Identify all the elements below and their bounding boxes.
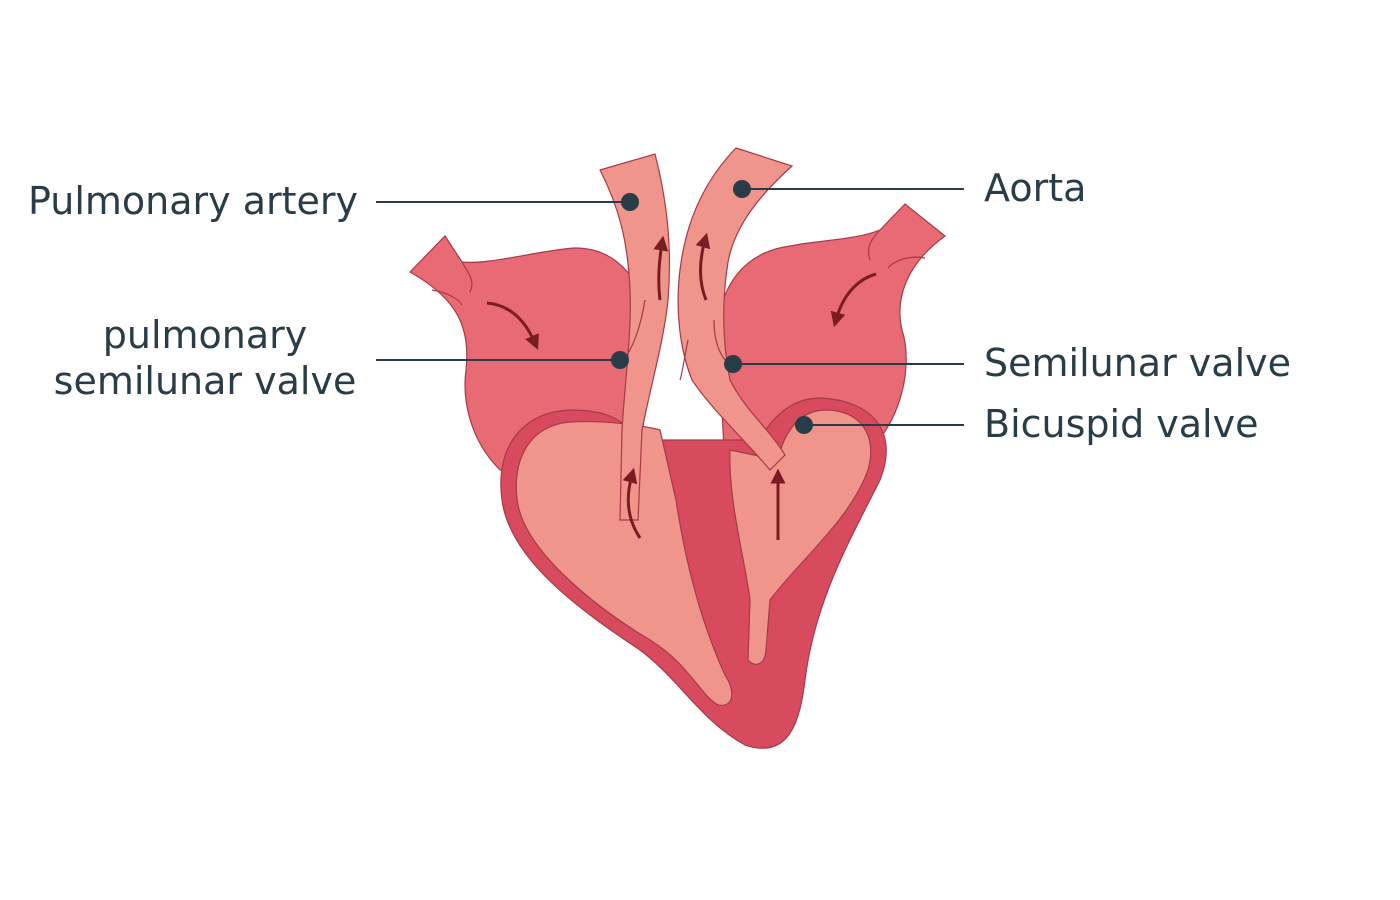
label-pulmonary-artery: Pulmonary artery — [27, 179, 358, 223]
label-aorta: Aorta — [984, 166, 1087, 210]
leader-dot-pulmonary-semilunar-valve — [611, 351, 629, 369]
aorta-vessel — [677, 147, 794, 471]
flow-arrow-pulmonary-artery — [653, 235, 669, 301]
left-atrium-vein-fold-lower — [887, 256, 926, 269]
label-pulmonary-semilunar-valve: pulmonary semilunar valve — [40, 312, 370, 404]
septum-line — [679, 339, 689, 381]
leader-dot-pulmonary-artery — [621, 193, 639, 211]
leader-dot-semilunar-valve — [724, 355, 742, 373]
left-atrium-vein-fold — [867, 229, 881, 261]
flow-arrow-left-atrium — [830, 272, 877, 328]
flow-arrow-aorta — [695, 232, 711, 301]
leader-dot-aorta — [733, 180, 751, 198]
right-atrium-vein-fold — [461, 261, 473, 293]
label-bicuspid-valve: Bicuspid valve — [984, 402, 1259, 446]
label-pulmonary-semilunar-line1: pulmonary — [102, 313, 308, 357]
label-pulmonary-semilunar-line2: semilunar valve — [53, 359, 357, 403]
leader-dot-bicuspid-valve — [795, 416, 813, 434]
label-semilunar-valve: Semilunar valve — [984, 341, 1291, 385]
right-atrium-vein-fold-lower — [431, 289, 463, 306]
flow-arrow-right-atrium — [486, 301, 539, 350]
flow-arrow-right-ventricle — [622, 467, 642, 539]
pulmonary-artery-vessel — [599, 153, 671, 521]
right-ventricle-chamber — [515, 420, 733, 706]
